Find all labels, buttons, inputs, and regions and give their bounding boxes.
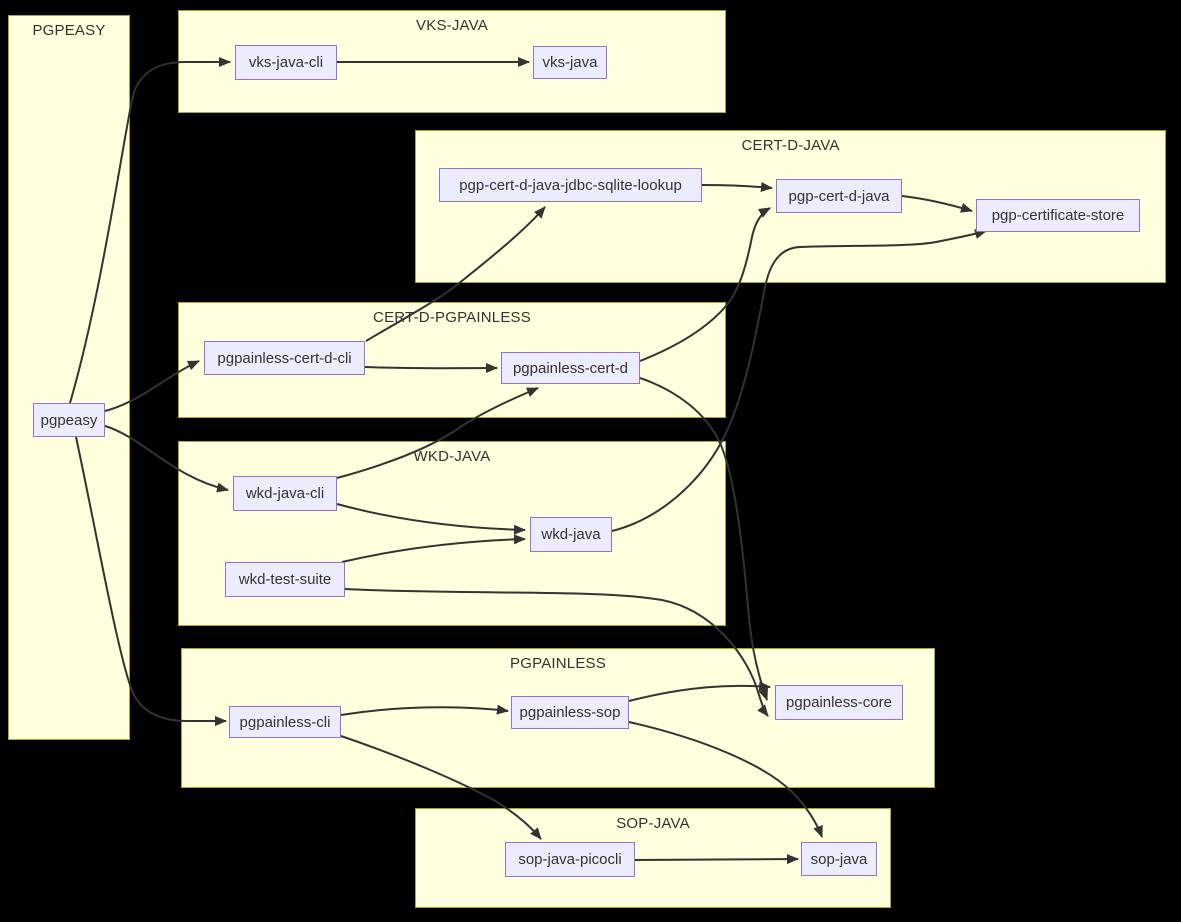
node-wkd-java: wkd-java <box>530 517 612 552</box>
node-sop-java: sop-java <box>801 842 877 876</box>
node-pgp-cert-d-java-jdbc-sqlite-lookup: pgp-cert-d-java-jdbc-sqlite-lookup <box>439 168 702 202</box>
subgraph-title-pgpainless: PGPAINLESS <box>510 655 606 672</box>
node-vks-java-cli: vks-java-cli <box>235 45 337 80</box>
node-pgpainless-cert-d-cli: pgpainless-cert-d-cli <box>204 341 365 375</box>
node-pgpainless-cli: pgpainless-cli <box>229 706 341 738</box>
node-wkd-test-suite: wkd-test-suite <box>225 562 345 597</box>
node-pgpainless-core: pgpainless-core <box>775 685 903 720</box>
node-pgp-cert-d-java: pgp-cert-d-java <box>776 179 902 213</box>
node-pgpainless-sop: pgpainless-sop <box>511 696 629 729</box>
node-wkd-java-cli: wkd-java-cli <box>233 476 337 511</box>
subgraph-title-sop-java: SOP-JAVA <box>616 815 690 832</box>
subgraph-title-pgpeasy: PGPEASY <box>32 22 106 39</box>
node-pgp-certificate-store: pgp-certificate-store <box>976 199 1140 232</box>
subgraph-title-wkd-java: WKD-JAVA <box>413 448 491 465</box>
node-pgpeasy: pgpeasy <box>33 403 105 437</box>
node-sop-java-picocli: sop-java-picocli <box>505 842 635 877</box>
subgraph-wkd-java: WKD-JAVA <box>178 441 726 626</box>
subgraph-title-cert-d-pgpainless: CERT-D-PGPAINLESS <box>373 309 531 326</box>
subgraph-title-vks-java: VKS-JAVA <box>416 17 488 34</box>
node-pgpainless-cert-d: pgpainless-cert-d <box>501 352 640 384</box>
subgraph-pgpeasy: PGPEASY <box>8 15 130 740</box>
node-vks-java: vks-java <box>533 46 607 79</box>
subgraph-title-cert-d-java: CERT-D-JAVA <box>741 137 840 154</box>
